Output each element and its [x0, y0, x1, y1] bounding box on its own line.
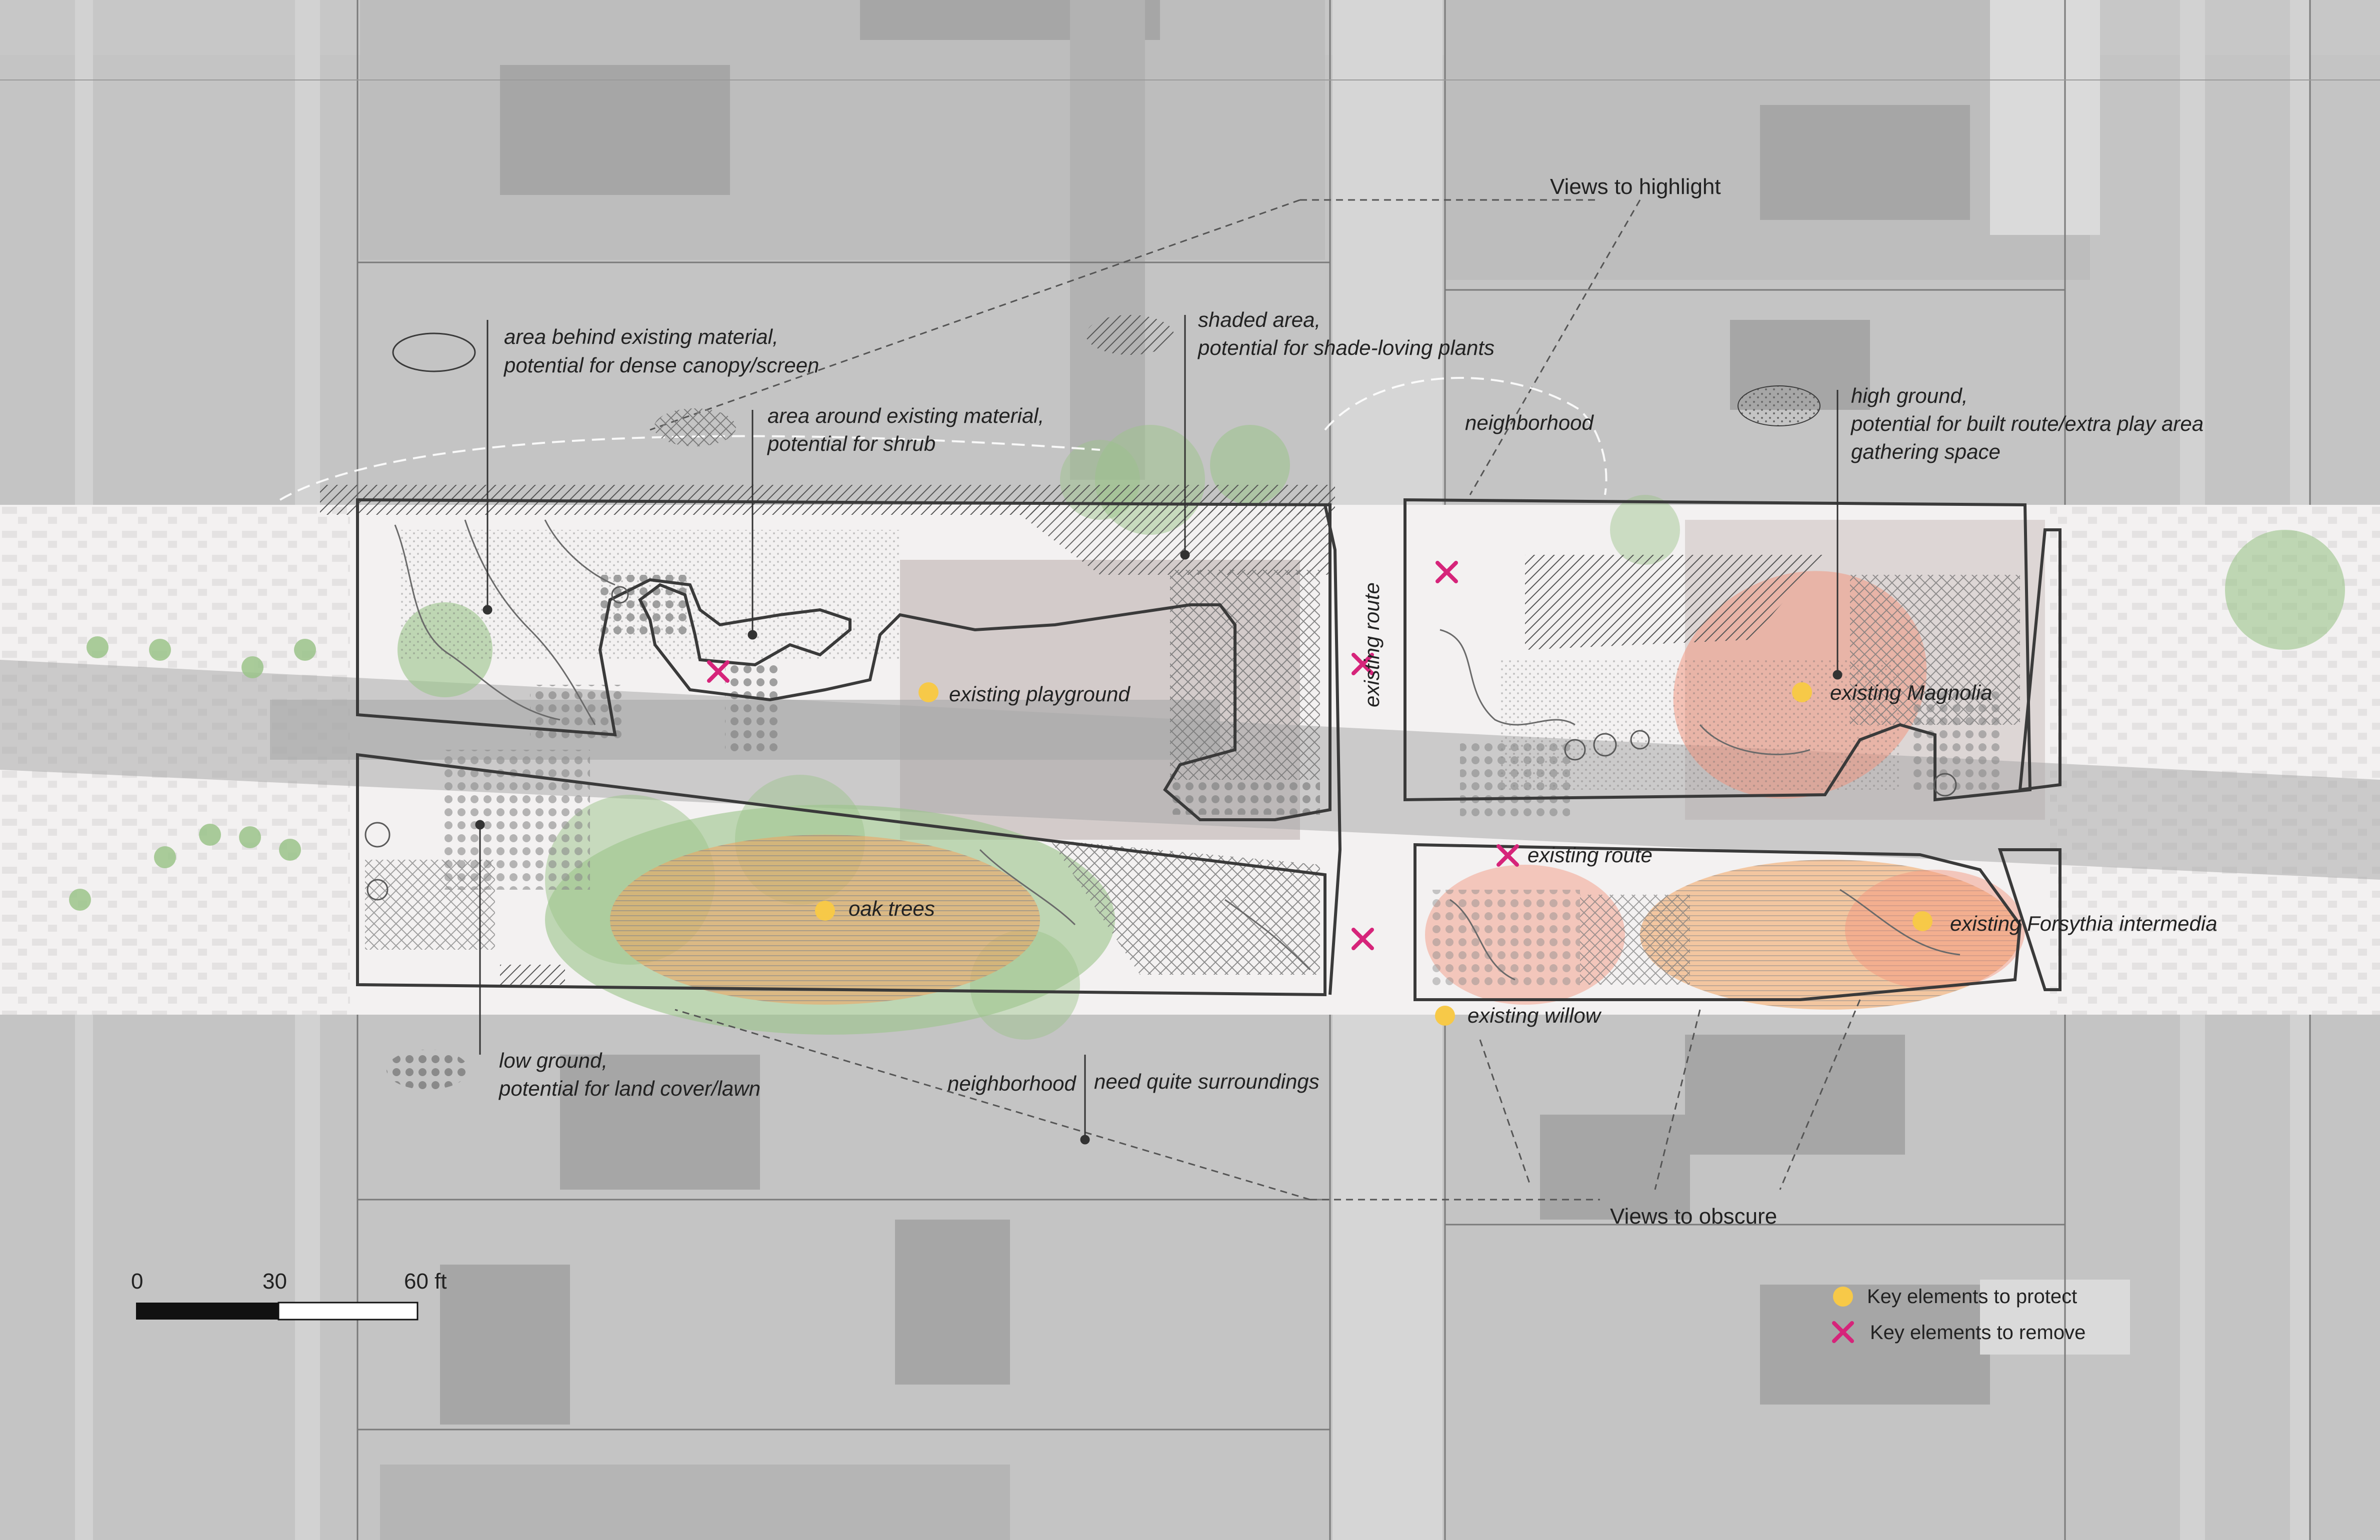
neighborhood-top-label: neighborhood: [1465, 411, 1594, 434]
willow-label: existing willow: [1468, 1004, 1602, 1027]
forsythia-label: existing Forsythia intermedia: [1950, 912, 2218, 935]
leader-lines: [475, 315, 1842, 1145]
southeast-parcel-boundary: [1414, 843, 2022, 1001]
yellow-dot-icon: [918, 682, 938, 702]
shade-label-line-1: shaded area,: [1198, 308, 1320, 331]
east-small-strip-boundary: [1998, 848, 2062, 991]
shade-swatch: [1086, 315, 1174, 355]
remove-markers: [707, 561, 1519, 950]
northwest-parcel-boundary: [356, 498, 1332, 821]
neighborhood-boundary: [279, 376, 1608, 501]
magenta-x-icon: [1436, 561, 1458, 583]
playground-label: existing playground: [949, 682, 1131, 706]
magnolia-label: existing Magnolia: [1830, 681, 1992, 704]
shade-label-line-2: potential for shade-loving plants: [1197, 336, 1494, 359]
scale-bar-white-segment: [278, 1302, 418, 1321]
northeast-parcel-boundary: [1404, 498, 2032, 802]
low-ground-label-line-1: low ground,: [499, 1049, 608, 1072]
scale-tick-60: 60 ft: [404, 1269, 447, 1294]
low-ground-swatch: [386, 1050, 468, 1090]
east-strip-boundary: [2018, 528, 2062, 792]
yellow-dot-icon: [1912, 911, 1932, 931]
contour-lines: [394, 519, 1960, 981]
oak-trees-label: oak trees: [848, 897, 935, 920]
high-ground-label-line-2: potential for built route/extra play are…: [1850, 412, 2204, 435]
legend: Key elements to protect Key elements to …: [1832, 1286, 2086, 1344]
views-to-highlight-label: Views to highlight: [1550, 174, 1721, 199]
low-ground-label-line-2: potential for land cover/lawn: [498, 1077, 760, 1100]
quiet-surroundings-label: need quite surroundings: [1094, 1070, 1320, 1093]
dense-canopy-swatch: [392, 332, 476, 372]
views-to-obscure-lines: [674, 999, 1861, 1201]
site-boundaries: [356, 498, 2062, 1001]
shrub-label-line-2: potential for shrub: [766, 432, 936, 455]
scale-tick-0: 0: [131, 1269, 143, 1294]
southwest-parcel-boundary: [356, 753, 1326, 997]
scale-bar-black-segment: [136, 1303, 278, 1320]
scale-bar: 0 30 60 ft: [131, 1269, 447, 1321]
high-ground-label-line-1: high ground,: [1851, 384, 1968, 407]
dense-canopy-label-line-2: potential for dense canopy/screen: [503, 353, 819, 377]
magenta-x-icon: [707, 660, 730, 683]
shrub-label-line-1: area around existing material,: [768, 404, 1044, 427]
magenta-x-icon: [1352, 653, 1374, 675]
views-to-highlight-lines: [650, 199, 1641, 495]
views-to-obscure-label: Views to obscure: [1610, 1204, 1777, 1229]
central-divider: [1324, 504, 1342, 995]
high-ground-label-line-3: gathering space: [1851, 440, 2000, 463]
map-labels: Views to highlight Views to obscure area…: [498, 174, 2218, 1229]
yellow-dot-icon: [1435, 1006, 1455, 1026]
view-lines: [650, 199, 1861, 1201]
yellow-dot-icon: [815, 901, 835, 921]
protect-markers: [815, 682, 1932, 1026]
magenta-x-icon: [1832, 1321, 1854, 1343]
scale-tick-30: 30: [262, 1269, 287, 1294]
existing-route-horizontal-label: existing route: [1528, 843, 1652, 867]
shrub-swatch: [654, 408, 736, 446]
top-blocks: [0, 0, 2380, 480]
texture-zones: [320, 485, 2020, 990]
existing-route-vertical-label: existing route: [1360, 582, 1384, 707]
existing-trees-small: [364, 586, 1957, 901]
bottom-blocks: [0, 1015, 2380, 1540]
neighborhood-bottom-label: neighborhood: [948, 1072, 1077, 1095]
magenta-x-icon: [1352, 928, 1374, 950]
legend-protect-label: Key elements to protect: [1867, 1286, 2077, 1308]
legend-remove-label: Key elements to remove: [1870, 1322, 2086, 1344]
high-ground-swatch: [1738, 385, 1820, 426]
texture-swatches: [386, 315, 1820, 1090]
magenta-x-icon: [1496, 844, 1519, 867]
yellow-dot-icon: [1792, 682, 1812, 702]
yellow-dot-icon: [1833, 1287, 1853, 1307]
dense-canopy-label-line-1: area behind existing material,: [504, 325, 778, 348]
